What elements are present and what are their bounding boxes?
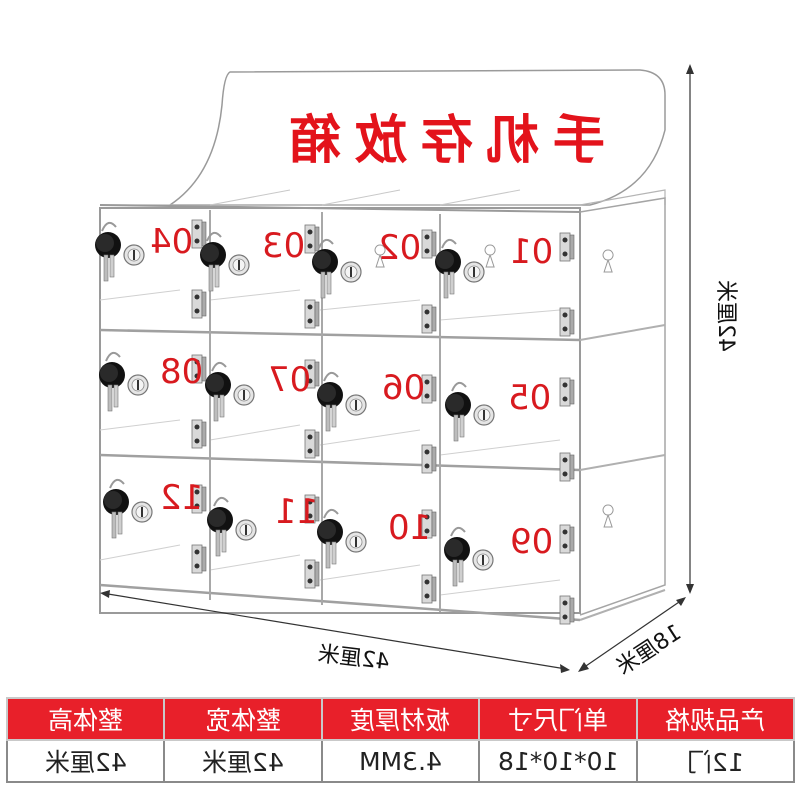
locker-number: 09 [510, 522, 554, 562]
spec-value-cell: 42厘米 [163, 739, 323, 783]
spec-header-cell: 板材厚度 [320, 697, 481, 741]
spec-value-row: 42厘米 42厘米 4.3MM 10*10*18 12门 [5, 739, 796, 783]
product-title: 手机存放箱 [274, 110, 605, 171]
locker-number: 06 [382, 368, 426, 408]
spec-value-cell: 10*10*18 [478, 739, 638, 783]
spec-table: 整体高 整体宽 板材厚度 单门尺寸 产品规格 42厘米 42厘米 4.3MM 1… [5, 697, 796, 783]
locker-number: 12 [160, 478, 204, 518]
spec-value-cell: 42厘米 [5, 739, 166, 783]
height-dimension-label: 42厘米 [713, 280, 738, 352]
locker-number: 02 [378, 228, 422, 268]
locker-number: 01 [510, 232, 554, 272]
locker-number: 03 [262, 226, 306, 266]
locker-number: 10 [388, 508, 432, 548]
spec-header-cell: 单门尺寸 [478, 697, 638, 741]
locker-number: 05 [508, 378, 552, 418]
spec-header-row: 整体高 整体宽 板材厚度 单门尺寸 产品规格 [5, 697, 796, 741]
locker-number: 04 [150, 222, 194, 262]
spec-header-cell: 整体宽 [163, 697, 323, 741]
spec-header-cell: 产品规格 [635, 697, 796, 741]
spec-header-cell: 整体高 [5, 697, 166, 741]
spec-value-cell: 12门 [635, 739, 796, 783]
locker-number: 11 [275, 492, 319, 532]
locker-number: 07 [268, 360, 312, 400]
spec-value-cell: 4.3MM [320, 739, 481, 783]
locker-number: 08 [160, 352, 204, 392]
